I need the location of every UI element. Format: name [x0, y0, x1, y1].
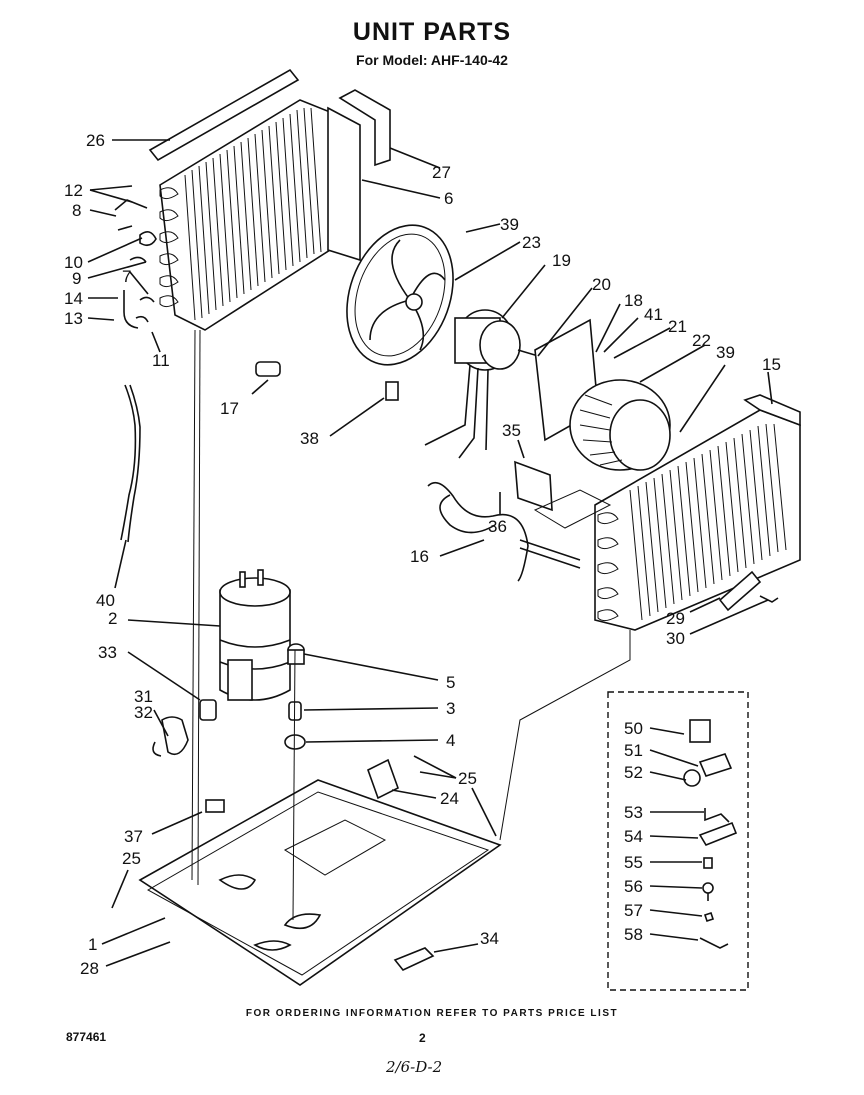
callout-26: 26: [86, 131, 105, 150]
callout-30: 30: [666, 629, 685, 648]
callout-3: 3: [446, 699, 455, 718]
right-seal-strip: [338, 89, 391, 167]
callout-2: 2: [108, 609, 117, 628]
control-plate: [514, 460, 612, 529]
callout-34: 34: [480, 929, 499, 948]
callout-28: 28: [80, 959, 99, 978]
bracket-34: [393, 947, 435, 971]
base-pan: [138, 779, 502, 986]
capillary-tube: [427, 481, 581, 582]
callout-38: 38: [300, 429, 319, 448]
fan-motor: [424, 309, 546, 459]
control-box-group: [607, 691, 749, 991]
callout-39-top: 39: [500, 215, 519, 234]
callout-55: 55: [624, 853, 643, 872]
callout-14: 14: [64, 289, 83, 308]
condenser-coil: [159, 99, 331, 331]
ordering-note: FOR ORDERING INFORMATION REFER TO PARTS …: [245, 1008, 619, 1019]
callout-4: 4: [446, 731, 455, 750]
callout-24: 24: [440, 789, 459, 808]
callout-9: 9: [72, 269, 81, 288]
grommet-5: [287, 643, 305, 665]
callout-12: 12: [64, 181, 83, 200]
assembly-lines: [191, 329, 631, 921]
callout-17: 17: [220, 399, 239, 418]
callout-54: 54: [624, 827, 643, 846]
callout-7: 7: [122, 267, 131, 286]
compressor: [219, 569, 291, 701]
page-number: 2: [419, 1031, 426, 1045]
clip-17: [255, 361, 281, 377]
callout-56: 56: [624, 877, 643, 896]
callout-6: 6: [444, 189, 453, 208]
handwritten-note: 2/6-D-2: [386, 1058, 443, 1076]
callout-19: 19: [552, 251, 571, 270]
callout-31: 31: [134, 687, 153, 706]
diagram-code: 877461: [66, 1030, 107, 1044]
callout-32: 32: [134, 703, 153, 722]
callout-58: 58: [624, 925, 643, 944]
callout-5: 5: [446, 673, 455, 692]
callout-51: 51: [624, 741, 643, 760]
callout-35: 35: [502, 421, 521, 440]
fan-blade: [346, 224, 454, 366]
clip-37: [205, 799, 225, 813]
drain-tube: [718, 570, 779, 612]
page-title: UNIT PARTS: [352, 18, 512, 46]
callout-33: 33: [98, 643, 117, 662]
callout-8: 8: [72, 201, 81, 220]
shroud-bracket: [367, 758, 399, 800]
callout-53: 53: [624, 803, 643, 822]
callout-50: 50: [624, 719, 643, 738]
callout-20: 20: [592, 275, 611, 294]
callout-10: 10: [64, 253, 83, 272]
callout-23: 23: [522, 233, 541, 252]
callout-29: 29: [666, 609, 685, 628]
coil-top-strip: [148, 68, 300, 162]
callout-41: 41: [644, 305, 663, 324]
callout-22: 22: [692, 331, 711, 350]
evaporator-bracket: [743, 394, 801, 427]
tubing-fittings: [114, 199, 157, 329]
callout-25-left: 25: [122, 849, 141, 868]
terminal-cover: [152, 716, 189, 757]
callout-13: 13: [64, 309, 83, 328]
leader-lines: [87, 139, 773, 967]
grommet-4: [284, 734, 306, 750]
callout-57: 57: [624, 901, 643, 920]
callout-27: 27: [432, 163, 451, 182]
callout-15: 15: [762, 355, 781, 374]
callout-36: 36: [488, 517, 507, 536]
wire-harness: [120, 384, 141, 543]
fan-clip: [385, 381, 399, 401]
callout-37: 37: [124, 827, 143, 846]
blower-wheel: [569, 379, 671, 471]
callout-39-right: 39: [716, 343, 735, 362]
side-bracket: [327, 106, 361, 262]
callout-1: 1: [88, 935, 97, 954]
compressor-gasket: [199, 699, 217, 721]
callout-18: 18: [624, 291, 643, 310]
callout-16: 16: [410, 547, 429, 566]
callout-11: 11: [152, 351, 170, 370]
model-subtitle: For Model: AHF-140-42: [356, 52, 508, 68]
callout-21: 21: [668, 317, 687, 336]
callout-52: 52: [624, 763, 643, 782]
callout-25-right: 25: [458, 769, 477, 788]
callout-40: 40: [96, 591, 115, 610]
